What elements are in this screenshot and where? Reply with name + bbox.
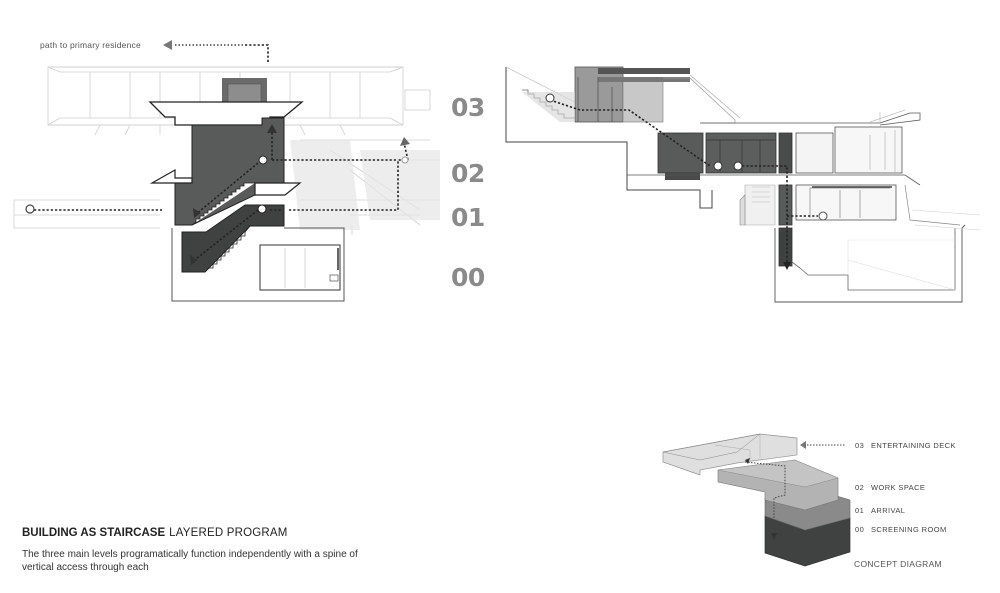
arrow-up-icon [267, 124, 277, 133]
level-label-01: 01 [451, 203, 485, 232]
level-label-00: 00 [451, 263, 485, 292]
level-label-02: 02 [451, 159, 485, 188]
concept-diagram [640, 420, 860, 580]
caption-title-sub: LAYERED PROGRAM [169, 527, 288, 539]
arrow-left-icon [163, 40, 172, 50]
arrow-left-icon [800, 441, 806, 449]
right-section-drawing [500, 55, 1000, 325]
caption-title-bold: BUILDING AS STAIRCASE [22, 527, 166, 539]
level-label-03: 03 [451, 93, 485, 122]
left-section-drawing [0, 0, 450, 320]
caption-description: The three main levels programatically fu… [22, 549, 358, 573]
path-label: path to primary residence [40, 40, 141, 50]
concept-diagram-caption: CONCEPT DIAGRAM [854, 559, 942, 569]
